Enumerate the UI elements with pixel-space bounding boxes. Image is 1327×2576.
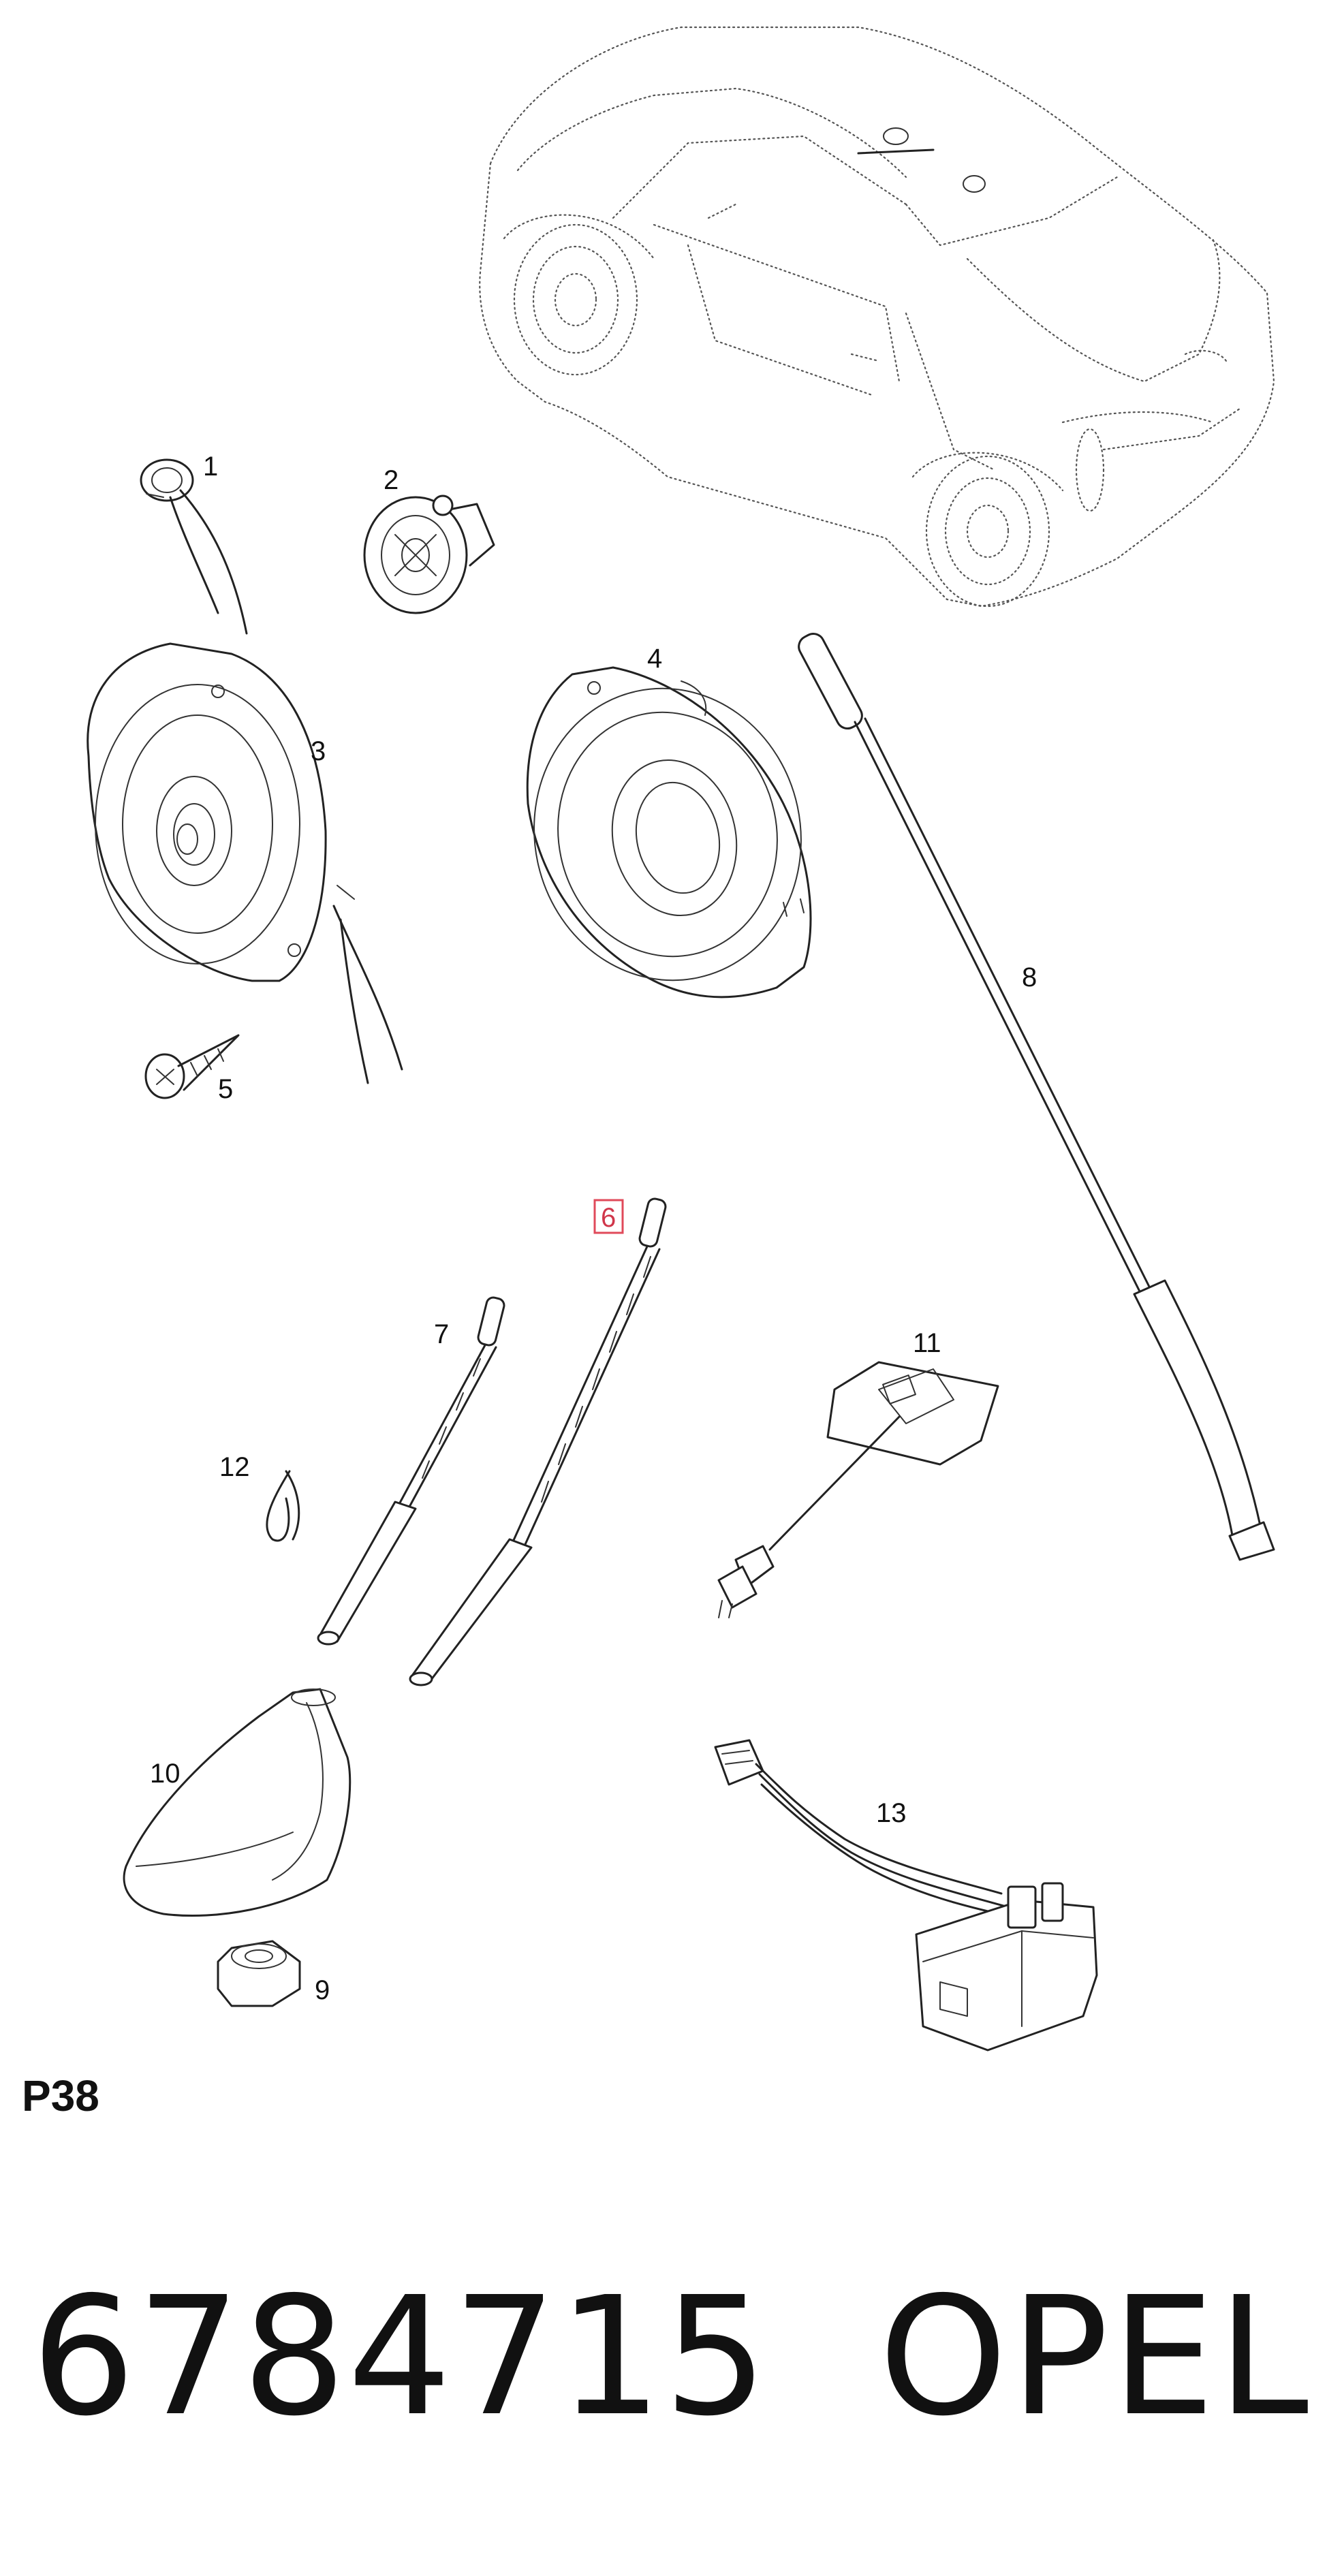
callout-4: 4 (647, 644, 662, 674)
callout-10: 10 (150, 1759, 181, 1789)
callout-6-highlight-box (593, 1199, 624, 1234)
part-12-clip (266, 1470, 300, 1542)
part-10-shark-fin-base (123, 1688, 352, 1917)
callout-11: 11 (913, 1328, 941, 1358)
part-11-glass-antenna-module (717, 1361, 999, 1618)
callout-8: 8 (1022, 962, 1037, 992)
part-2-tweeter-housing (363, 494, 495, 614)
callout-7: 7 (434, 1319, 449, 1349)
part-5-screw (144, 1034, 240, 1099)
callout-9: 9 (315, 1975, 330, 2005)
part-number: 6784715 (31, 2261, 769, 2452)
callout-12: 12 (219, 1452, 250, 1482)
callout-5: 5 (218, 1074, 233, 1104)
callout-3: 3 (311, 736, 326, 766)
callout-6: 6 (601, 1203, 616, 1233)
callout-2: 2 (384, 465, 399, 495)
part-8-rod-antenna (798, 632, 1275, 1561)
callout-13: 13 (876, 1798, 907, 1828)
part-9-nut (217, 1940, 301, 2007)
page-code: P38 (22, 2071, 99, 2120)
part-4-round-speaker (526, 666, 812, 999)
callout-1: 1 (203, 452, 218, 482)
vehicle-outline (479, 26, 1275, 608)
brand-name: OPEL (879, 2261, 1311, 2452)
part-7-short-antenna (317, 1296, 505, 1646)
part-6-short-antenna (409, 1197, 667, 1686)
part-1-tweeter (140, 458, 248, 635)
part-3-oval-speaker (87, 642, 403, 1084)
part-13-cable-module (714, 1739, 1098, 2052)
